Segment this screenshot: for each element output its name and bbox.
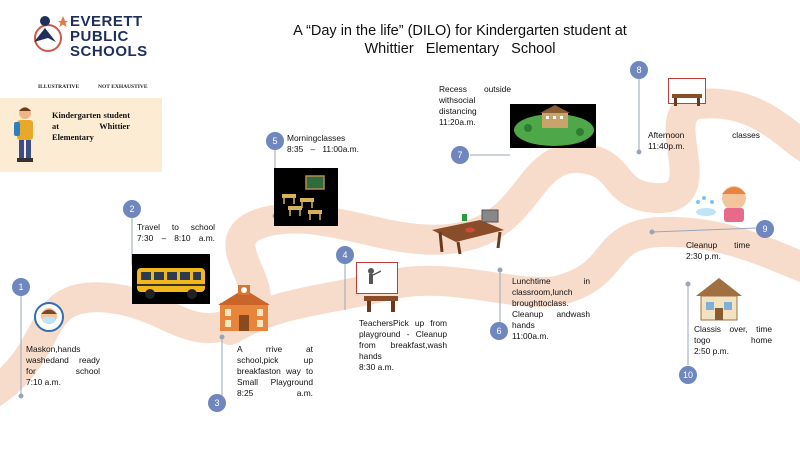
step-2-time: 7:30 – 8:10 a.m. [137,233,215,243]
step-8-description: Afternoon classes [648,130,760,140]
student-card-text: Kindergarten student at Whittier Element… [52,111,130,142]
step-6-badge: 6 [490,322,508,340]
step-7-text: Recess outside withsocial distancing 11:… [439,84,511,128]
step-3-time: 8:25 a.m. [237,388,313,398]
step-5-description: Morningclasses [287,133,346,143]
illustrative-tag: ILLUSTRATIVE [38,84,80,90]
school-bus-icon [132,254,210,304]
district-logo-text: EVERETT PUBLIC SCHOOLS [70,14,148,59]
step-6-description: Lunchtime in classroom,lunch broughttocl… [512,276,590,330]
step-2-badge: 2 [123,200,141,218]
student-icon [10,104,40,166]
step-9-description: Cleanup time [686,240,750,250]
step-1-time: 7:10 a.m. [26,377,61,387]
title-line2: Whittier Elementary School [364,41,556,57]
step-2-text: Travel to school 7:30 – 8:10 a.m. [137,222,215,244]
masked-student-icon [34,302,64,332]
step-6-time: 11:00a.m. [512,331,549,341]
step-7-description: Recess outside withsocial distancing [439,84,511,116]
step-5-badge: 5 [266,132,284,150]
page-title: A “Day in the life” (DILO) for Kindergar… [250,22,670,58]
step-7-time: 11:20a.m. [439,117,476,127]
step-7-badge: 7 [451,146,469,164]
step-9-text: Cleanup time 2:30 p.m. [686,240,750,262]
step-8-text: Afternoon classes 11:40p.m. [648,130,760,152]
step-9-badge: 9 [756,220,774,238]
step-1-text: Maskon,hands washedand ready for school … [26,344,100,388]
district-logo-icon [28,12,68,52]
step-5-time: 8:35 – 11:00a.m. [287,144,359,154]
handwash-icon [690,182,752,222]
logo-line3: SCHOOLS [70,43,148,60]
step-1-description: Maskon,hands washedand ready for school [26,344,100,376]
afternoon-class-icon [672,92,702,106]
step-4-badge: 4 [336,246,354,264]
step-8-time: 11:40p.m. [648,141,685,151]
step-4-text: TeachersPick up from playground - Cleanu… [359,318,447,373]
logo-line2: PUBLIC [70,28,129,45]
school-building-icon [216,283,272,333]
step-10-text: Classis over, time togo home 2:50 p.m. [694,324,772,357]
step-8-badge: 8 [630,61,648,79]
step-5-text: Morningclasses 8:35 – 11:00a.m. [287,133,359,155]
logo-line1: EVERETT [70,13,143,30]
home-icon [694,276,744,322]
step-4-time: 8:30 a.m. [359,362,394,372]
playground-icon [510,104,596,148]
step-10-badge: 10 [679,366,697,384]
step-3-description: A rrive at school,pick up breakfaston wa… [237,344,313,387]
teacher-frame [356,262,398,294]
title-line1: A “Day in the life” (DILO) for Kindergar… [293,23,627,39]
classroom-icon [274,168,338,226]
not-exhaustive-tag: NOT EXHAUSTIVE [98,84,148,90]
step-9-time: 2:30 p.m. [686,251,721,261]
step-10-time: 2:50 p.m. [694,346,729,356]
teacher-desk-icon [364,294,398,312]
step-4-description: TeachersPick up from playground - Cleanu… [359,318,447,361]
step-3-badge: 3 [208,394,226,412]
step-1-badge: 1 [12,278,30,296]
step-3-text: A rrive at school,pick up breakfaston wa… [237,344,313,399]
step-10-description: Classis over, time togo home [694,324,772,345]
lunch-desk-icon [430,208,510,256]
step-6-text: Lunchtime in classroom,lunch broughttocl… [512,276,590,342]
step-2-description: Travel to school [137,222,215,232]
